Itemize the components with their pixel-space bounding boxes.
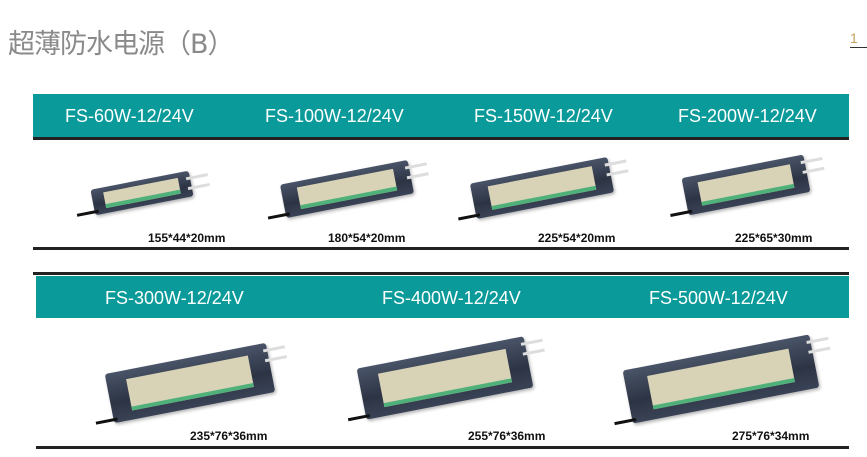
dimensions: 235*76*36mm [190,429,268,443]
product-image [347,336,543,422]
product-image [76,170,208,217]
row1-header: FS-60W-12/24V FS-100W-12/24V FS-150W-12/… [33,94,849,138]
dimensions: 155*44*20mm [148,231,226,245]
model-label: FS-150W-12/24V [474,106,613,126]
page-title: 超薄防水电源（B） [8,29,235,60]
dimensions: 275*76*34mm [732,429,810,443]
dimensions: 180*54*20mm [328,231,406,245]
dimensions: 225*54*20mm [538,231,616,245]
model-label: FS-300W-12/24V [105,288,244,308]
divider [33,272,849,275]
product-image [458,156,627,221]
divider [33,137,849,140]
product-image [95,342,286,425]
product-image [614,334,829,426]
dimensions: 255*76*36mm [468,429,546,443]
product-image [670,154,823,217]
model-label: FS-400W-12/24V [382,288,521,308]
row2-header: FS-300W-12/24V FS-400W-12/24V FS-500W-12… [36,276,849,318]
product-image [267,159,427,220]
divider [36,446,849,449]
dimensions: 225*65*30mm [735,231,813,245]
model-label: FS-60W-12/24V [65,106,194,126]
divider [33,247,849,250]
page-number: 1 [850,30,867,48]
model-label: FS-200W-12/24V [678,106,817,126]
model-label: FS-100W-12/24V [265,106,404,126]
model-label: FS-500W-12/24V [649,288,788,308]
